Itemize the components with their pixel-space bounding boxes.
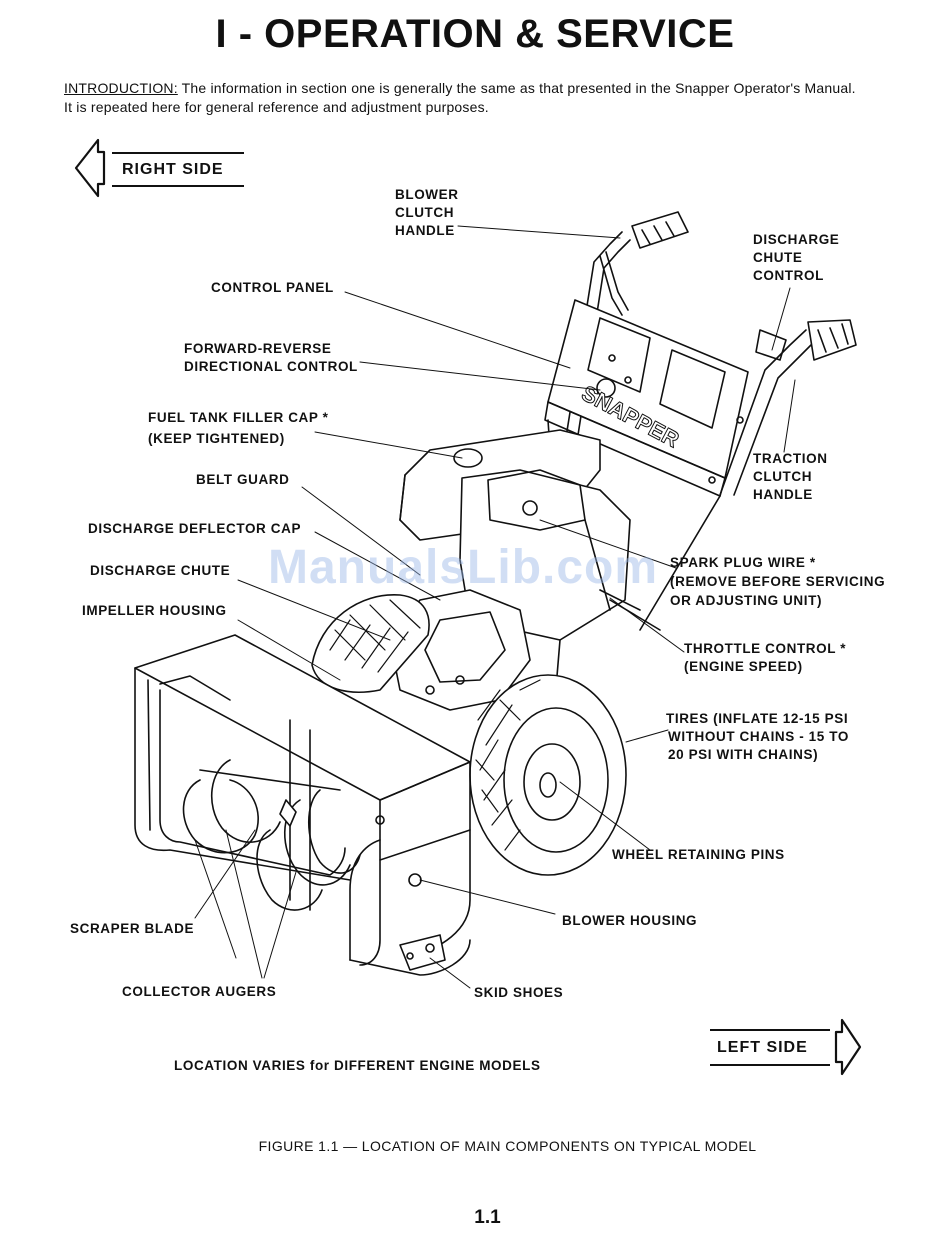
left-side-rule-bottom (710, 1064, 830, 1066)
label-skid-shoes: SKID SHOES (474, 985, 564, 1000)
label-line: FUEL TANK FILLER CAP * (148, 410, 329, 425)
engine-drawing (399, 419, 721, 701)
label-forward-reverse-control: FORWARD-REVERSE DIRECTIONAL CONTROL (184, 340, 358, 376)
right-side-rule-top (112, 152, 244, 154)
label-spark-plug-wire: SPARK PLUG WIRE * (REMOVE BEFORE SERVICI… (670, 553, 885, 610)
label-line: TIRES (INFLATE 12-15 PSI (666, 711, 849, 726)
label-control-panel: CONTROL PANEL (211, 280, 334, 295)
label-line: BLOWER (395, 187, 459, 202)
page-number: 1.1 (474, 1207, 501, 1228)
figure-caption: FIGURE 1.1 — LOCATION OF MAIN COMPONENTS… (258, 1138, 757, 1154)
label-line: SPARK PLUG WIRE * (670, 555, 816, 570)
introduction-lead: INTRODUCTION: (64, 80, 178, 96)
label-line: (REMOVE BEFORE SERVICING (670, 574, 886, 589)
label-line: (KEEP TIGHTENED) (148, 431, 285, 446)
label-collector-augers: COLLECTOR AUGERS (122, 984, 277, 999)
label-line: CLUTCH (395, 205, 455, 220)
label-line: (ENGINE SPEED) (684, 659, 803, 674)
label-scraper-blade: SCRAPER BLADE (70, 921, 195, 936)
engine-location-note: LOCATION VARIES for DIFFERENT ENGINE MOD… (174, 1058, 541, 1073)
left-side-rule-top (710, 1029, 830, 1031)
page-title: I - OPERATION & SERVICE (215, 12, 735, 56)
label-traction-clutch-handle: TRACTION CLUTCH HANDLE (753, 450, 828, 504)
right-side-rule-bottom (112, 185, 244, 187)
control-panel-drawing (544, 299, 749, 497)
label-line: CLUTCH (753, 469, 813, 484)
label-line: FORWARD-REVERSE (184, 341, 332, 356)
label-line: OR ADJUSTING UNIT) (670, 593, 823, 608)
label-discharge-chute: DISCHARGE CHUTE (90, 563, 231, 578)
leader-lines (194, 225, 796, 989)
label-impeller-housing: IMPELLER HOUSING (82, 603, 227, 618)
label-wheel-retaining-pins: WHEEL RETAINING PINS (612, 847, 785, 862)
left-tire-drawing (469, 674, 627, 876)
label-line: CHUTE (753, 250, 803, 265)
introduction-text: The information in section one is genera… (64, 80, 856, 115)
label-fuel-tank-filler-cap: FUEL TANK FILLER CAP * (KEEP TIGHTENED) (148, 407, 328, 449)
right-tire-drawing (311, 594, 430, 693)
collector-augers-drawing (182, 759, 361, 911)
right-side-label: RIGHT SIDE (122, 161, 224, 178)
label-line: DISCHARGE (753, 232, 840, 247)
label-discharge-deflector-cap: DISCHARGE DEFLECTOR CAP (88, 521, 302, 536)
introduction-paragraph: INTRODUCTION: The information in section… (64, 79, 864, 117)
label-tires: TIRES (INFLATE 12-15 PSI WITHOUT CHAINS … (666, 710, 849, 764)
left-side-arrow-icon (834, 1018, 862, 1076)
label-discharge-chute-control: DISCHARGE CHUTE CONTROL (753, 231, 839, 285)
label-line: 20 PSI WITH CHAINS) (668, 747, 819, 762)
left-side-label: LEFT SIDE (717, 1039, 808, 1056)
watermark: ManualsLib.com (268, 541, 659, 594)
label-belt-guard: BELT GUARD (196, 472, 290, 487)
label-line: THROTTLE CONTROL * (684, 641, 847, 656)
label-line: CONTROL (753, 268, 824, 283)
label-throttle-control: THROTTLE CONTROL * (ENGINE SPEED) (684, 640, 846, 676)
label-line: HANDLE (395, 223, 455, 238)
right-side-arrow-icon (74, 138, 106, 198)
label-line: WITHOUT CHAINS - 15 TO (668, 729, 849, 744)
label-line: TRACTION (753, 451, 828, 466)
label-line: DIRECTIONAL CONTROL (184, 359, 358, 374)
label-line: HANDLE (753, 487, 813, 502)
label-blower-clutch-handle: BLOWER CLUTCH HANDLE (395, 186, 459, 240)
label-blower-housing: BLOWER HOUSING (562, 913, 698, 928)
